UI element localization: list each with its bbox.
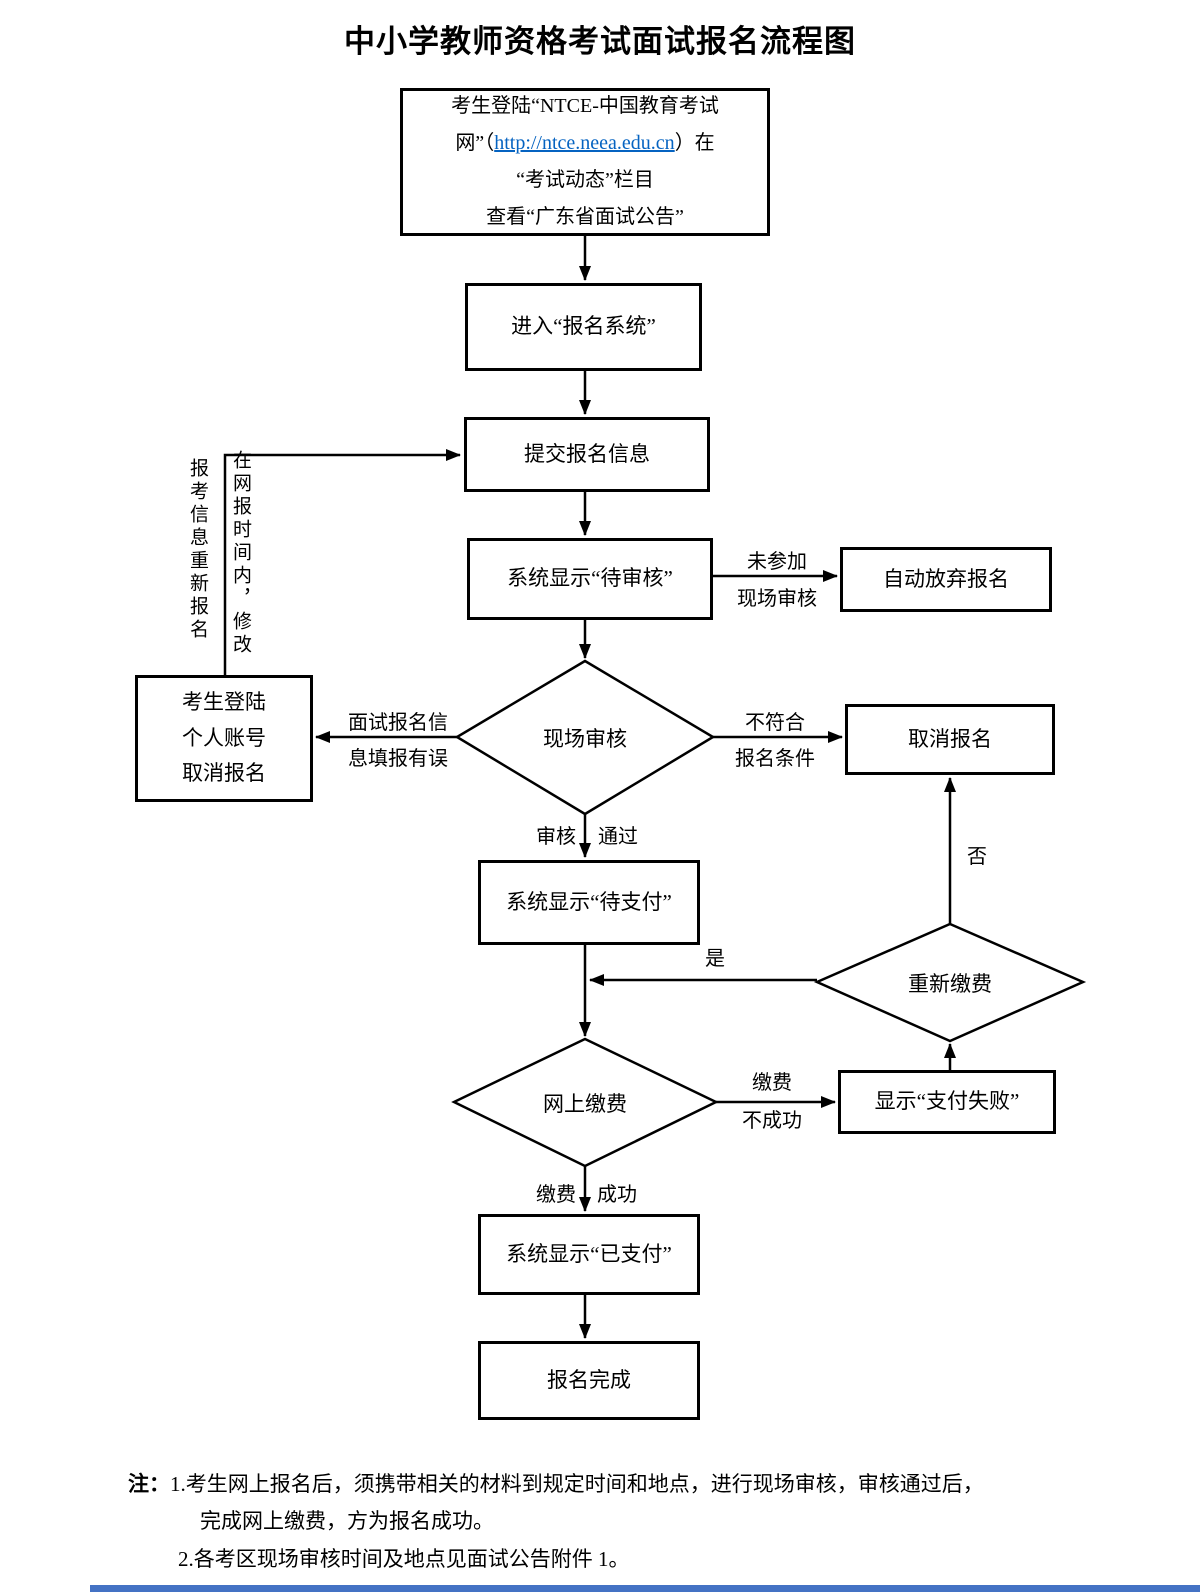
decision-repay-label: 重新缴费 (908, 972, 992, 996)
node-submit-info-label: 提交报名信息 (524, 441, 650, 466)
edge-label-pay-fail-line1: 缴费 (752, 1072, 792, 1094)
node-submit-info: 提交报名信息 (464, 417, 710, 492)
login-info-line2-suffix: ）在 (674, 132, 715, 154)
edge-label-not-attend-line2: 现场审核 (737, 588, 817, 610)
edge-label-info-error-line2: 息填报有误 (348, 748, 448, 770)
ntce-link[interactable]: http://ntce.neea.edu.cn (494, 132, 675, 154)
edge-label-pay-success-right: 成功 (597, 1184, 637, 1206)
edge-label-info-error-line1: 面试报名信 (348, 712, 448, 734)
node-cancel-personal-line3: 取消报名 (182, 761, 266, 786)
page-title: 中小学教师资格考试面试报名流程图 (344, 24, 856, 59)
edge-label-pay-success-left: 缴费 (536, 1184, 576, 1206)
edge-label-not-qualified-line2: 报名条件 (735, 748, 815, 770)
edge-label-pay-fail-line2: 不成功 (742, 1110, 802, 1132)
login-info-line2-prefix: 网”（ (455, 132, 495, 154)
arrow-cancel-personal-to-submit (223, 449, 461, 675)
node-login-info: 考生登陆“NTCE-中国教育考试 网”（http://ntce.neea.edu… (400, 88, 770, 236)
node-complete: 报名完成 (478, 1341, 700, 1420)
node-payment-failed-label: 显示“支付失败” (874, 1089, 1020, 1114)
decision-repay-shape (813, 922, 1087, 1043)
login-info-line1: 考生登陆“NTCE-中国教育考试 (451, 95, 719, 117)
edge-label-review-pass-left: 审核 (536, 826, 576, 848)
node-pending-payment: 系统显示“待支付” (478, 860, 700, 945)
footnote-line2: 完成网上缴费，方为报名成功。 (200, 1509, 494, 1534)
node-enter-system: 进入“报名系统” (465, 283, 702, 371)
footnote-prefix: 注： (128, 1472, 170, 1496)
edge-label-reregister-col1: 报考信息重新报名 (187, 458, 208, 642)
decision-onsite-review-shape (454, 659, 716, 816)
node-cancel-personal-line1: 考生登陆 (182, 689, 266, 714)
node-pending-payment-label: 系统显示“待支付” (506, 889, 672, 914)
bottom-accent-bar (90, 1585, 1200, 1592)
node-auto-abandon: 自动放弃报名 (840, 547, 1052, 612)
node-cancel-personal-line2: 个人账号 (182, 725, 266, 750)
edge-label-no: 否 (967, 846, 987, 868)
login-info-line3: “考试动态”栏目 (516, 169, 654, 191)
footnote-line1-text: 1.考生网上报名后，须携带相关的材料到规定时间和地点，进行现场审核，审核通过后， (170, 1472, 984, 1496)
node-paid-label: 系统显示“已支付” (506, 1241, 672, 1266)
login-info-line4: 查看“广东省面试公告” (486, 206, 684, 228)
login-info-line2: 网”（http://ntce.neea.edu.cn）在 (455, 125, 714, 162)
node-auto-abandon-label: 自动放弃报名 (883, 566, 1009, 591)
node-enter-system-label: 进入“报名系统” (511, 314, 656, 339)
footnote-line3: 2.各考区现场审核时间及地点见面试公告附件 1。 (178, 1546, 630, 1571)
edge-label-not-qualified-line1: 不符合 (745, 712, 805, 734)
node-cancel-personal: 考生登陆 个人账号 取消报名 (135, 675, 313, 802)
node-pending-review: 系统显示“待审核” (467, 538, 713, 620)
node-complete-label: 报名完成 (547, 1367, 631, 1392)
edge-label-review-pass-right: 通过 (598, 826, 638, 848)
node-payment-failed: 显示“支付失败” (838, 1070, 1056, 1134)
edge-label-not-attend-line1: 未参加 (747, 551, 807, 573)
decision-online-payment-shape (451, 1037, 719, 1168)
decision-onsite-review-label: 现场审核 (543, 727, 627, 751)
node-cancel-registration: 取消报名 (845, 704, 1055, 775)
node-pending-review-label: 系统显示“待审核” (507, 566, 673, 591)
decision-online-payment-label: 网上缴费 (543, 1092, 627, 1116)
edge-label-reregister-col2: 在网报时间内，修改 (230, 450, 251, 657)
node-cancel-registration-label: 取消报名 (908, 726, 992, 751)
node-paid: 系统显示“已支付” (478, 1214, 700, 1295)
edge-label-yes: 是 (705, 948, 725, 970)
footnote-line1: 注：1.考生网上报名后，须携带相关的材料到规定时间和地点，进行现场审核，审核通过… (128, 1466, 1108, 1503)
footnotes: 注：1.考生网上报名后，须携带相关的材料到规定时间和地点，进行现场审核，审核通过… (128, 1466, 1108, 1578)
